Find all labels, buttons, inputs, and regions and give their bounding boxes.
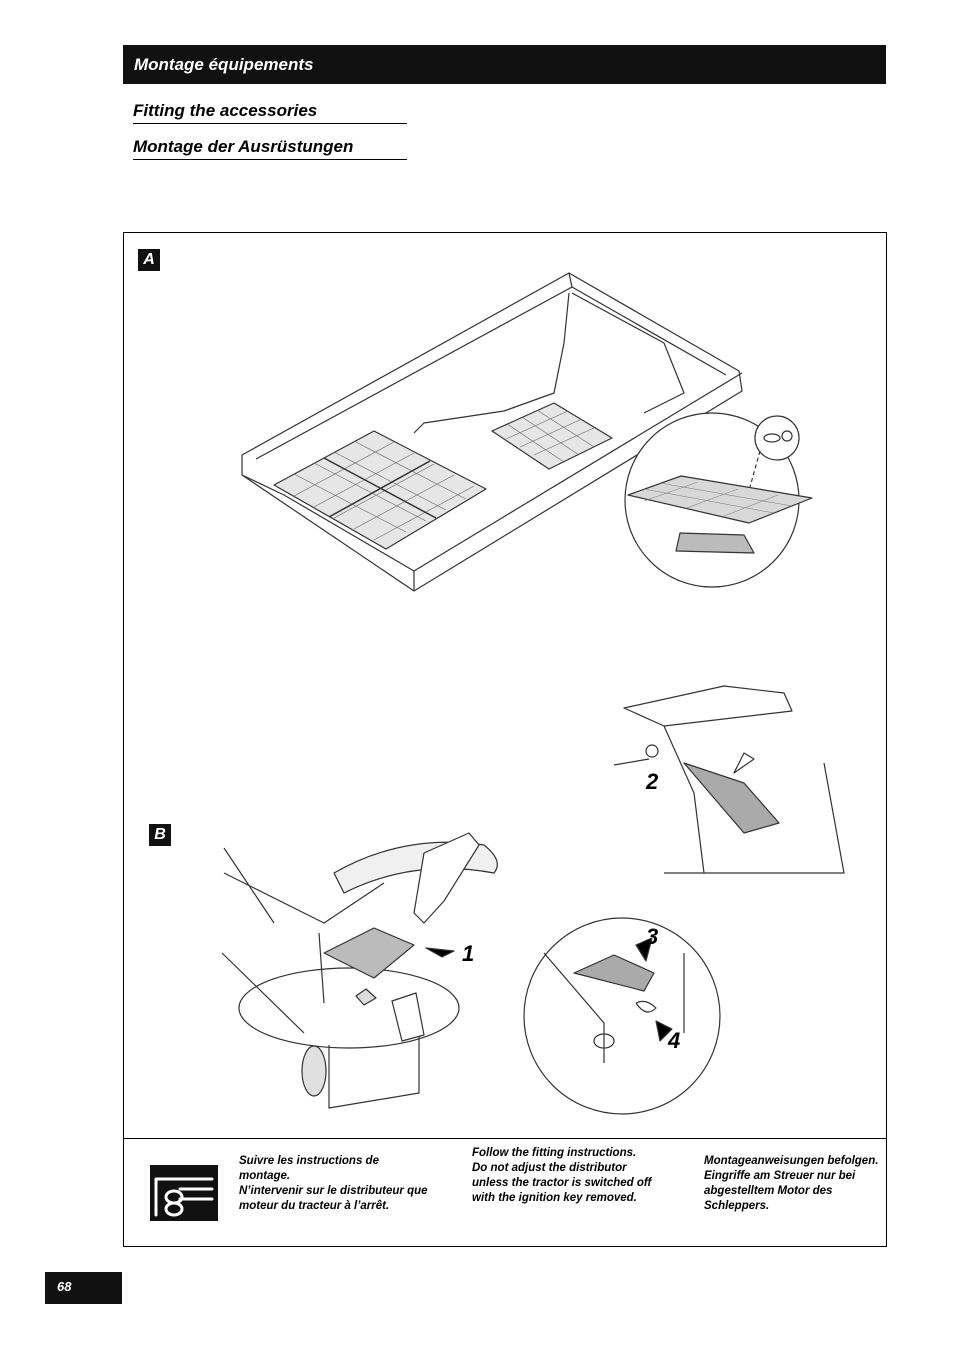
page-number: 68 xyxy=(45,1272,122,1304)
note-english: Follow the fitting instructions. Do not … xyxy=(472,1147,652,1204)
callout-1: 1 xyxy=(462,941,474,966)
hopper-drawing xyxy=(241,272,813,592)
figure-b-label: B xyxy=(149,824,171,846)
section-header: Montage équipements xyxy=(123,45,886,84)
note-french: Suivre les instructions de montage. N’in… xyxy=(239,1155,428,1212)
callout-4: 4 xyxy=(667,1028,680,1053)
separator-line xyxy=(124,1138,886,1139)
instruction-manual-icon xyxy=(150,1165,218,1221)
spreader-drawing xyxy=(221,685,845,1115)
note-german: Montageanweisungen befolgen. Eingriffe a… xyxy=(704,1155,879,1212)
illustration-frame: 1 2 3 4 A B Suivre les instructions de m… xyxy=(123,232,887,1247)
technical-illustration: 1 2 3 4 xyxy=(221,272,845,1115)
subtitle-english: Fitting the accessories xyxy=(133,101,407,124)
subtitle-german: Montage der Ausrüstungen xyxy=(133,137,407,160)
callout-2: 2 xyxy=(645,769,659,794)
figure-a-label: A xyxy=(138,249,160,271)
callout-3: 3 xyxy=(646,924,658,949)
